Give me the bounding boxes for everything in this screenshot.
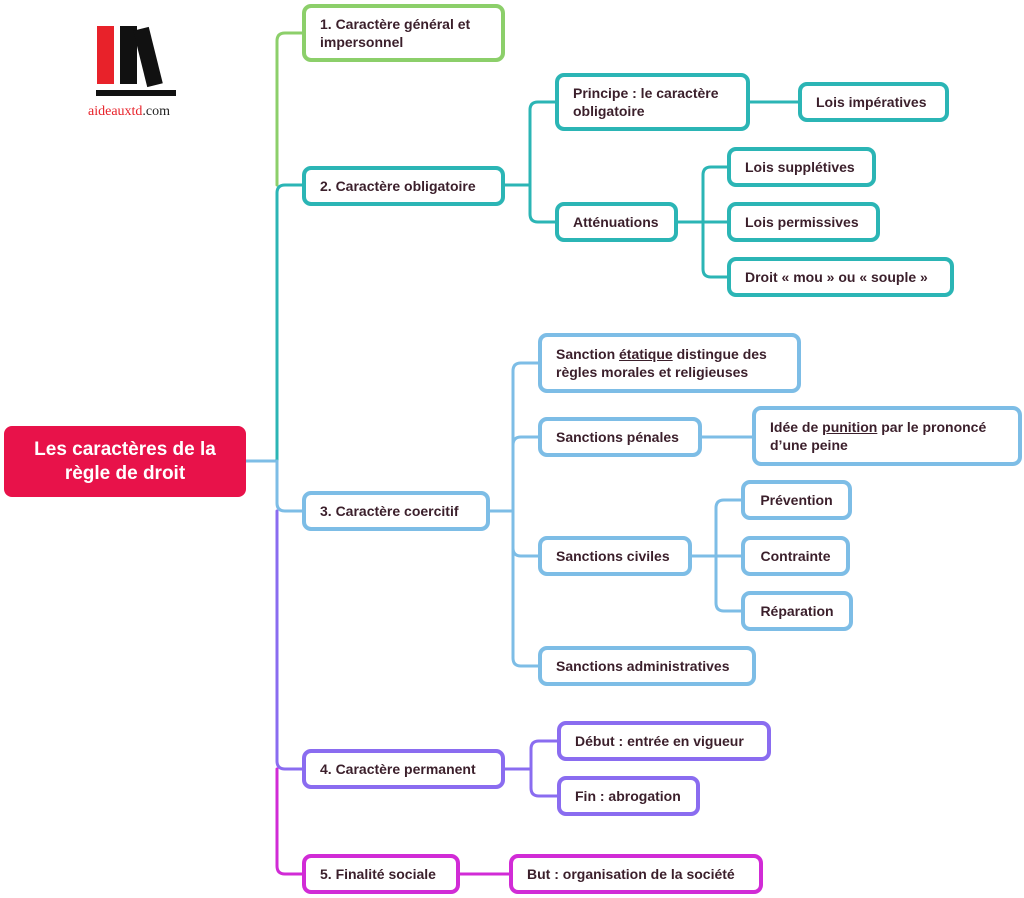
wire-att-suppletives (701, 165, 729, 224)
wire-att-droitmou (701, 220, 729, 279)
wire-civiles-reparation (714, 554, 743, 613)
wire-trunk-b1 (275, 31, 304, 187)
node-lois-suppletives[interactable]: Lois supplétives (727, 147, 876, 187)
wire-b4-debut (529, 739, 559, 771)
node-but[interactable]: But : organisation de la société (509, 854, 763, 894)
but-label: But : organisation de la société (527, 866, 735, 882)
sanction-etatique-text: Sanction étatique distingue des règles m… (556, 346, 767, 380)
node-prevention[interactable]: Prévention (741, 480, 852, 520)
branch-5-label: 5. Finalité sociale (320, 866, 436, 882)
fin-label: Fin : abrogation (575, 788, 681, 804)
branch-1-label: 1. Caractère général et impersonnel (320, 16, 471, 50)
attenuations-label: Atténuations (573, 214, 659, 230)
wire-civiles-prevention (714, 498, 743, 558)
sanctions-penales-label: Sanctions pénales (556, 429, 679, 445)
wire-b3-admin (511, 509, 540, 668)
books-logo-icon (96, 26, 176, 96)
wire-trunk-b2 (275, 183, 304, 463)
root-node[interactable]: Les caractères de la règle de droit (4, 426, 246, 497)
branch-5-finalite[interactable]: 5. Finalité sociale (302, 854, 460, 894)
sanctions-civiles-label: Sanctions civiles (556, 548, 670, 564)
node-droit-mou[interactable]: Droit « mou » ou « souple » (727, 257, 954, 297)
droit-mou-label: Droit « mou » ou « souple » (745, 269, 928, 285)
wire-trunk-b5 (275, 767, 304, 876)
wire-b3-etatique (511, 361, 540, 513)
logo-text: aideauxtd.com (88, 104, 171, 119)
debut-label: Début : entrée en vigueur (575, 733, 744, 749)
node-attenuations[interactable]: Atténuations (555, 202, 678, 242)
wire-trunk-b3 (275, 459, 304, 513)
node-lois-permissives[interactable]: Lois permissives (727, 202, 880, 242)
node-sanctions-civiles[interactable]: Sanctions civiles (538, 536, 692, 576)
node-contrainte[interactable]: Contrainte (741, 536, 850, 576)
branch-2-label: 2. Caractère obligatoire (320, 178, 476, 194)
branch-4-label: 4. Caractère permanent (320, 761, 476, 777)
root-label: Les caractères de la règle de droit (34, 438, 216, 484)
branch-3-label: 3. Caractère coercitif (320, 503, 459, 519)
wire-b2-attenuations (528, 183, 557, 224)
node-fin[interactable]: Fin : abrogation (557, 776, 700, 816)
node-principe[interactable]: Principe : le caractère obligatoire (555, 73, 750, 131)
wire-b4-fin (529, 767, 559, 798)
wire-b3-penales (511, 435, 540, 513)
lois-imperatives-label: Lois impératives (816, 94, 927, 110)
wire-b3-civiles (511, 509, 540, 558)
prevention-label: Prévention (760, 492, 833, 508)
reparation-label: Réparation (760, 603, 834, 619)
lois-suppletives-label: Lois supplétives (745, 159, 855, 175)
node-idee-punition[interactable]: Idée de punition par le prononcé d’une p… (752, 406, 1022, 466)
idee-punition-text: Idée de punition par le prononcé d’une p… (770, 419, 987, 453)
branch-4-permanent[interactable]: 4. Caractère permanent (302, 749, 505, 789)
node-sanctions-penales[interactable]: Sanctions pénales (538, 417, 702, 457)
wire-b2-principe (528, 100, 557, 187)
lois-permissives-label: Lois permissives (745, 214, 859, 230)
node-debut[interactable]: Début : entrée en vigueur (557, 721, 771, 761)
node-reparation[interactable]: Réparation (741, 591, 853, 631)
branch-3-coercitif[interactable]: 3. Caractère coercitif (302, 491, 490, 531)
branch-2-obligatoire[interactable]: 2. Caractère obligatoire (302, 166, 505, 206)
node-sanctions-administratives[interactable]: Sanctions administratives (538, 646, 756, 686)
node-sanction-etatique[interactable]: Sanction étatique distingue des règles m… (538, 333, 801, 393)
sanctions-administratives-label: Sanctions administratives (556, 658, 730, 674)
wire-trunk-b4 (275, 509, 304, 771)
branch-1-general[interactable]: 1. Caractère général et impersonnel (302, 4, 505, 62)
node-lois-imperatives[interactable]: Lois impératives (798, 82, 949, 122)
principe-label: Principe : le caractère obligatoire (573, 85, 719, 119)
contrainte-label: Contrainte (760, 548, 831, 564)
